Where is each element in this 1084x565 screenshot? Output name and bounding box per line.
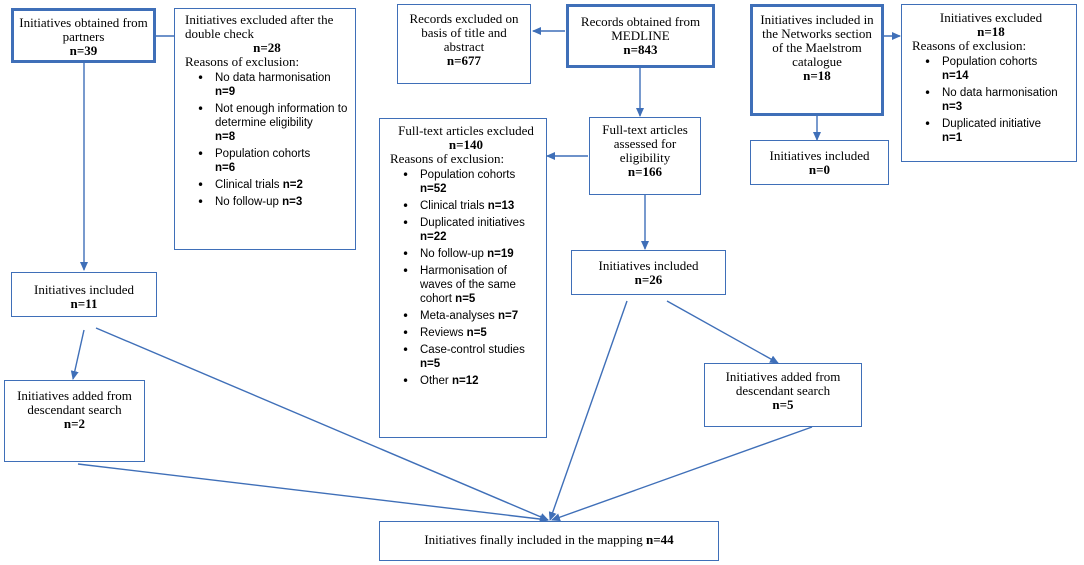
double-check-reason: No follow-up n=3 <box>185 195 349 209</box>
fulltext-excluded-reason: Duplicated initiatives n=22 <box>390 216 542 244</box>
partners-included-box: Initiatives included n=11 <box>11 272 157 317</box>
partners-descendant-count: n=2 <box>63 416 86 431</box>
networks-label: Initiatives included in the Networks sec… <box>760 12 874 69</box>
fulltext-excluded-reason: Other n=12 <box>390 374 542 388</box>
fulltext-assessed-count: n=166 <box>627 164 663 179</box>
medline-included-label: Initiatives included <box>598 258 699 273</box>
partners-label: Initiatives obtained from partners <box>19 15 148 44</box>
partners-box: Initiatives obtained from partners n=39 <box>11 8 156 63</box>
medline-descendant-count: n=5 <box>772 397 794 412</box>
medline-descendant-label: Initiatives added from descendant search <box>725 369 841 398</box>
arrow-partners-descendant-to-final <box>77 463 549 524</box>
fulltext-excluded-reason: Harmonisation of waves of the same cohor… <box>390 264 542 306</box>
medline-descendant-box: Initiatives added from descendant search… <box>704 363 862 427</box>
records-excluded-box: Records excluded on basis of title and a… <box>397 4 531 84</box>
medline-count: n=843 <box>623 42 658 57</box>
medline-box: Records obtained from MEDLINE n=843 <box>566 4 715 68</box>
fulltext-excluded-box: Full-text articles excluded n=140 Reason… <box>379 118 547 438</box>
final-box: Initiatives finally included in the mapp… <box>379 521 719 561</box>
double-check-reason: Not enough information to determine elig… <box>185 102 349 144</box>
networks-box: Initiatives included in the Networks sec… <box>750 4 884 116</box>
networks-excluded-title: Initiatives excluded <box>939 10 1043 25</box>
double-check-reason: Clinical trials n=2 <box>185 178 349 192</box>
partners-descendant-label: Initiatives added from descendant search <box>17 388 132 417</box>
networks-excluded-reasons-title: Reasons of exclusion: <box>912 38 1027 53</box>
partners-included-label: Initiatives included <box>33 282 134 297</box>
fulltext-excluded-count: n=140 <box>448 137 484 152</box>
fulltext-assessed-box: Full-text articles assessed for eligibil… <box>589 117 701 195</box>
arrow-medline-included-to-final <box>548 300 628 521</box>
arrow-included-to-descendant <box>70 329 85 380</box>
partners-included-count: n=11 <box>70 296 98 311</box>
final-label: Initiatives finally included in the mapp… <box>424 532 643 547</box>
partners-count: n=39 <box>69 43 98 58</box>
networks-included-label: Initiatives included <box>769 148 870 163</box>
networks-excluded-count: n=18 <box>977 24 1005 39</box>
arrow-medline-included-to-descendant <box>666 300 779 364</box>
double-check-reasons-title: Reasons of exclusion: <box>185 54 300 69</box>
networks-count: n=18 <box>803 68 831 83</box>
fulltext-excluded-reason: No follow-up n=19 <box>390 247 542 261</box>
arrow-medline-descendant-to-final <box>551 426 813 522</box>
double-check-count: n=28 <box>253 40 281 55</box>
fulltext-excluded-title: Full-text articles excluded <box>398 123 534 138</box>
networks-excluded-box: Initiatives excluded n=18 Reasons of exc… <box>901 4 1077 162</box>
medline-label: Records obtained from MEDLINE <box>580 14 701 43</box>
networks-included-count: n=0 <box>808 162 831 177</box>
fulltext-excluded-reason: Reviews n=5 <box>390 326 542 340</box>
fulltext-excluded-reason: Meta-analyses n=7 <box>390 309 542 323</box>
networks-included-box: Initiatives included n=0 <box>750 140 889 185</box>
double-check-excluded-box: Initiatives excluded after the double ch… <box>174 8 356 250</box>
medline-included-count: n=26 <box>634 272 663 287</box>
fulltext-assessed-label: Full-text articles assessed for eligibil… <box>602 122 688 165</box>
double-check-title: Initiatives excluded after the double ch… <box>185 12 334 41</box>
partners-descendant-box: Initiatives added from descendant search… <box>4 380 145 462</box>
final-count: n=44 <box>646 532 674 547</box>
fulltext-excluded-reasons-title: Reasons of exclusion: <box>390 151 505 166</box>
medline-included-box: Initiatives included n=26 <box>571 250 726 295</box>
records-excluded-count: n=677 <box>446 53 482 68</box>
arrow-partners-included-to-final <box>95 327 549 521</box>
fulltext-excluded-reason: Clinical trials n=13 <box>390 199 542 213</box>
records-excluded-label: Records excluded on basis of title and a… <box>409 11 519 54</box>
